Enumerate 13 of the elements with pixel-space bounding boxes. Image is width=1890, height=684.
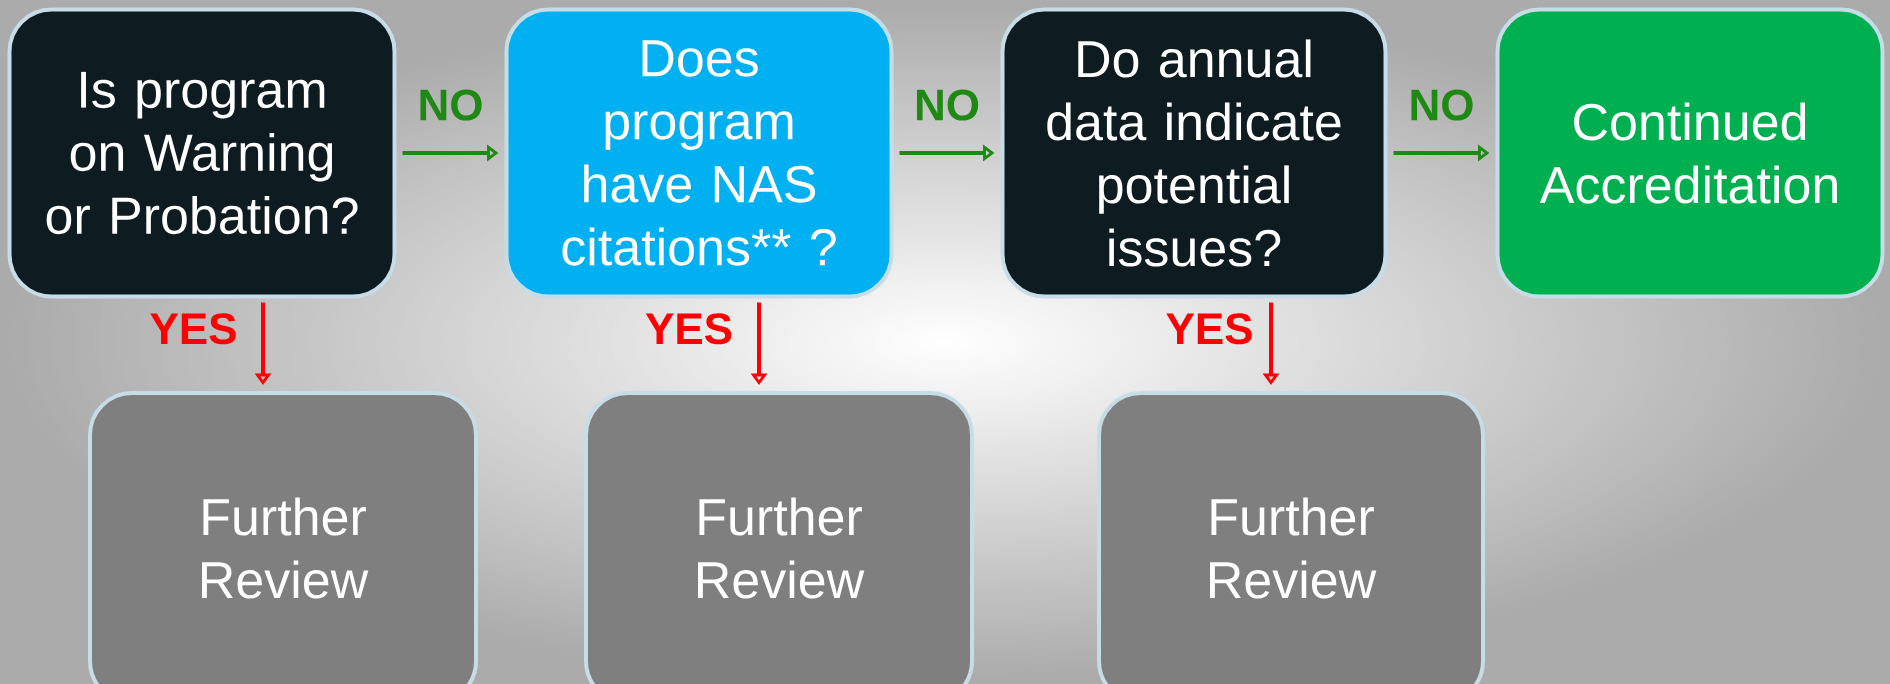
edge-label: NO	[420, 89, 482, 121]
decision-box: Is program on Warning or Probation?	[7, 7, 397, 299]
process-box: Further Review	[88, 391, 478, 684]
decision-box: Does program have NAS citations** ?	[504, 7, 894, 299]
decision-box: Do annual data indicate potential issues?	[1000, 7, 1388, 299]
edge-label: NO	[1411, 89, 1473, 121]
process-box: Further Review	[584, 391, 974, 684]
edge-label: YES	[150, 313, 236, 345]
edge-label: YES	[1166, 313, 1252, 345]
result-box: Continued Accreditation	[1495, 7, 1885, 299]
process-box: Further Review	[1097, 391, 1485, 684]
edge-label: YES	[645, 313, 732, 345]
edge-label: NO	[916, 89, 979, 121]
